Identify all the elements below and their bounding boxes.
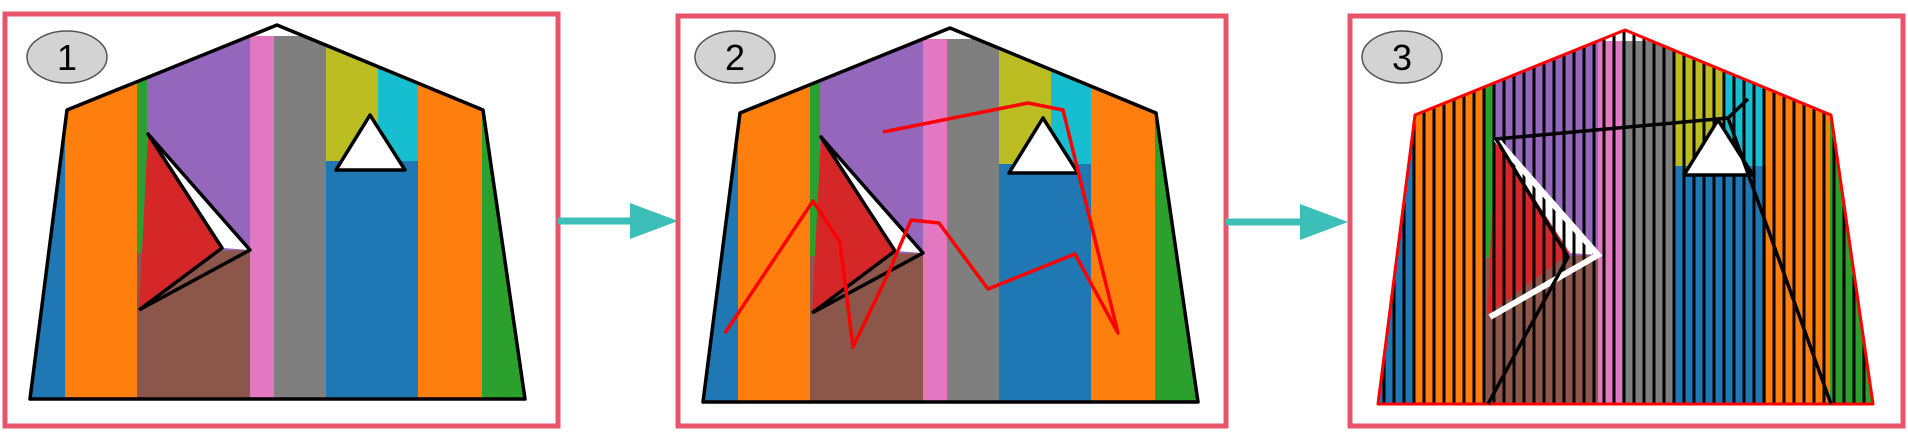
step-badge-2: 2 bbox=[694, 30, 776, 84]
red-path-line bbox=[723, 101, 1120, 349]
panel-3-traversal-segment bbox=[1726, 97, 1750, 120]
panel-3-house-outline-red bbox=[1376, 28, 1875, 406]
panel-3-triangle-hole bbox=[1682, 118, 1755, 177]
step-label-3: 3 bbox=[1392, 37, 1412, 78]
panel-2-triangle-hole bbox=[1007, 116, 1080, 175]
panel-1-triangle-hole bbox=[334, 113, 407, 172]
panel-3-traversal-path bbox=[1486, 116, 1833, 405]
panel-2-wing-outline bbox=[810, 135, 925, 315]
step-badge-3: 3 bbox=[1361, 30, 1443, 84]
panel-1-wing-outline bbox=[137, 132, 252, 312]
step-label-1: 1 bbox=[57, 37, 77, 78]
arrow-1-to-2 bbox=[558, 203, 678, 239]
arrow-2-to-3 bbox=[1226, 204, 1348, 240]
panel-1-house-outline bbox=[28, 23, 527, 401]
panel-3-wing-white-edge bbox=[1488, 137, 1603, 320]
panel-2-house-outline bbox=[701, 26, 1200, 404]
panel-2: 2 bbox=[675, 13, 1229, 429]
step-badge-1: 1 bbox=[26, 30, 108, 84]
panel-1: 1 bbox=[2, 11, 561, 429]
panel-3: 3 bbox=[1347, 13, 1906, 429]
step-label-2: 2 bbox=[725, 37, 745, 78]
